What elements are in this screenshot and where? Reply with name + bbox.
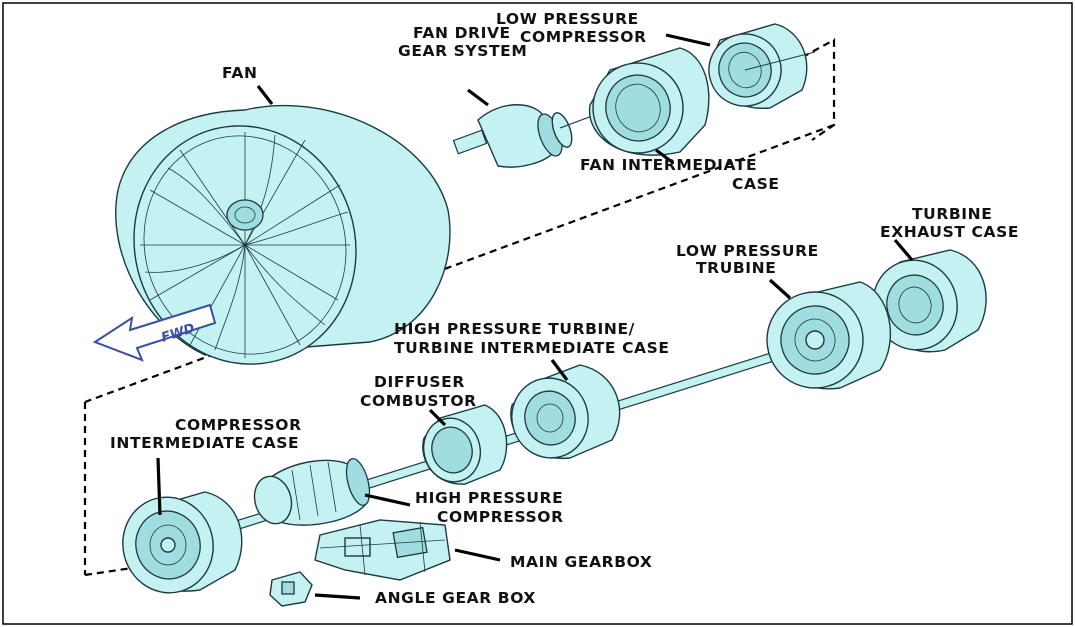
label-fic-line1: FAN INTERMEDIATE [580,156,757,174]
label-hpt-line1: HIGH PRESSURE TURBINE/ [394,320,635,338]
label-lpc-line1: LOW PRESSURE [496,10,639,28]
low-pressure-turbine-part [756,281,890,399]
diffuser-combustor-part [417,405,507,488]
label-lpt-line1: LOW PRESSURE [676,242,819,260]
label-main-gearbox: MAIN GEARBOX [510,553,652,571]
label-cic-line2: INTERMEDIATE CASE [110,434,299,452]
label-hpc-line1: HIGH PRESSURE [415,489,563,507]
low-pressure-compressor-part [699,24,815,116]
label-diffuser-line2: COMBUSTOR [360,392,477,410]
label-hpc-line2: COMPRESSOR [437,508,564,526]
label-fan: FAN [222,64,258,82]
label-fic-line2: CASE [732,175,780,193]
angle-gearbox-part [270,572,312,606]
label-angle-gearbox: ANGLE GEAR BOX [375,589,536,607]
label-cic-line1: COMPRESSOR [175,416,302,434]
label-fan-drive-line2: GEAR SYSTEM [398,42,527,60]
label-tec-line2: EXHAUST CASE [880,223,1019,241]
label-tec-line1: TURBINE [912,205,992,223]
fan-intermediate-case-part [580,48,709,166]
high-pressure-compressor-part [249,456,373,528]
label-diffuser-line1: DIFFUSER [374,373,465,391]
label-lpt-line2: TRUBINE [696,259,776,277]
label-hpt-line2: TURBINE INTERMEDIATE CASE [394,339,670,357]
compressor-intermediate-case-part [112,487,242,603]
high-pressure-turbine-part [503,365,620,466]
main-gearbox-part [315,520,450,580]
label-lpc-line2: COMPRESSOR [520,28,647,46]
